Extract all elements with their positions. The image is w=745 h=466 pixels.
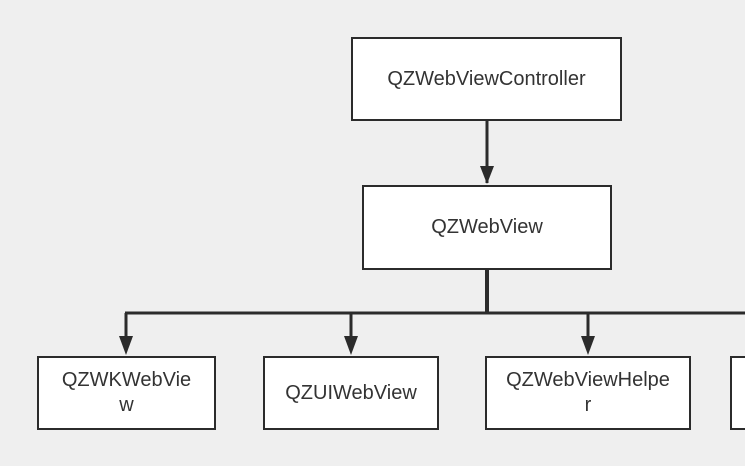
arrowhead-wkwebview xyxy=(119,336,133,355)
node-label: QZWebViewHelper xyxy=(506,369,670,416)
node-qzuiwebview[interactable]: QZUIWebView xyxy=(263,356,439,430)
arrowhead-helper xyxy=(581,336,595,355)
node-qzwebview[interactable]: QZWebView xyxy=(362,185,612,270)
node-label: QZWebViewController xyxy=(387,67,586,90)
node-qzwebviewcontroller[interactable]: QZWebViewController xyxy=(351,37,622,121)
node-label: QZUIWebView xyxy=(285,381,417,404)
node-qzwebviewhelper[interactable]: QZWebViewHelper xyxy=(485,356,691,430)
node-qzwkwebview[interactable]: QZWKWebView xyxy=(37,356,216,430)
node-label: QZWKWebView xyxy=(61,369,192,416)
node-label: QZWebView xyxy=(431,216,543,238)
node-partial-offscreen[interactable] xyxy=(730,356,745,430)
arrowhead-uiwebview xyxy=(344,336,358,355)
arrowhead-webview xyxy=(480,166,494,184)
